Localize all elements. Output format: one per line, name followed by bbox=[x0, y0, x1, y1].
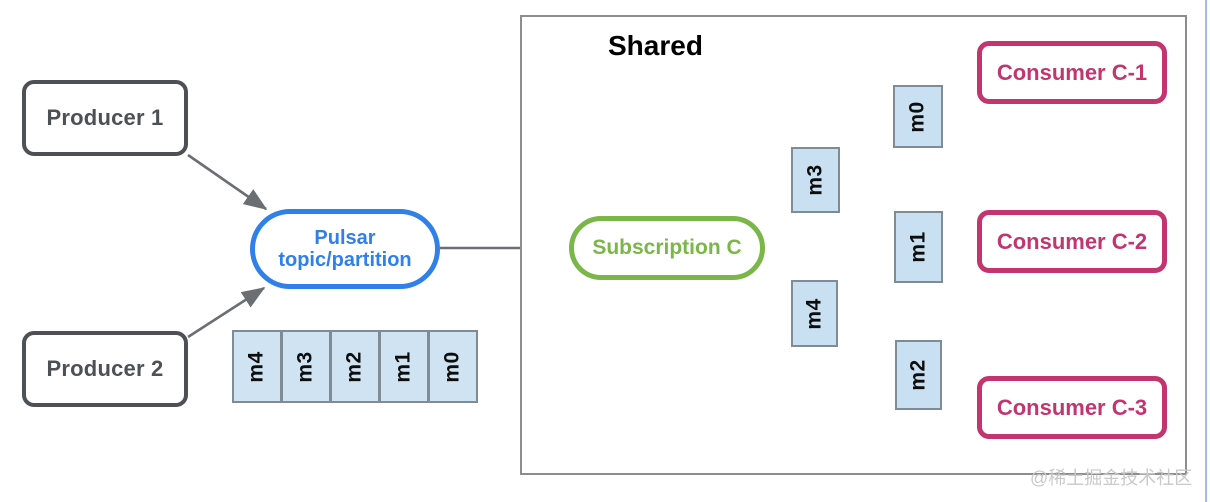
edge-producer1-to-topic bbox=[187, 153, 268, 211]
message-m1-box: m1 bbox=[894, 211, 943, 283]
producer-2-label: Producer 2 bbox=[46, 356, 164, 381]
consumer-c-3-node[interactable]: Consumer C-3 bbox=[977, 376, 1167, 439]
watermark-text: @稀土掘金技术社区 bbox=[1030, 468, 1193, 488]
message-m3-label: m3 bbox=[803, 164, 827, 196]
queue-cell-4: m0 bbox=[428, 330, 478, 403]
message-m3-box: m3 bbox=[791, 147, 840, 213]
queue-cell-2: m2 bbox=[330, 330, 380, 403]
producer-2-node[interactable]: Producer 2 bbox=[22, 331, 188, 407]
queue-cell-1-label: m3 bbox=[293, 350, 317, 383]
producer-1-label: Producer 1 bbox=[46, 105, 164, 130]
pulsar-topic-line1: Pulsar bbox=[314, 226, 376, 249]
queue-cell-3: m1 bbox=[379, 330, 429, 403]
pulsar-topic-node[interactable]: Pulsar topic/partition bbox=[250, 209, 440, 289]
pulsar-topic-line2: topic/partition bbox=[278, 249, 412, 271]
message-m4-box: m4 bbox=[791, 280, 838, 347]
consumer-c-1-node[interactable]: Consumer C-1 bbox=[977, 41, 1167, 104]
producer-1-node[interactable]: Producer 1 bbox=[22, 80, 188, 156]
right-edge-rule bbox=[1205, 0, 1207, 502]
message-m0-label: m0 bbox=[905, 100, 929, 133]
subscription-c-label: Subscription C bbox=[592, 236, 742, 259]
queue-cell-1: m3 bbox=[281, 330, 331, 403]
message-m2-label: m2 bbox=[906, 359, 930, 391]
queue-cell-3-label: m1 bbox=[391, 350, 415, 383]
subscription-c-node[interactable]: Subscription C bbox=[569, 216, 765, 280]
queue-cell-0-label: m4 bbox=[244, 350, 268, 383]
shared-group-title: Shared bbox=[608, 30, 703, 61]
edge-producer2-to-topic bbox=[187, 286, 266, 339]
message-m1-label: m1 bbox=[906, 231, 930, 263]
consumer-c-1-label: Consumer C-1 bbox=[996, 59, 1148, 85]
queue-cell-4-label: m0 bbox=[440, 350, 464, 383]
message-m0-box: m0 bbox=[893, 85, 943, 148]
consumer-c-3-label: Consumer C-3 bbox=[996, 394, 1148, 420]
queue-cell-0: m4 bbox=[232, 330, 282, 403]
consumer-c-2-node[interactable]: Consumer C-2 bbox=[977, 210, 1167, 273]
message-m4-label: m4 bbox=[802, 297, 826, 330]
message-m2-box: m2 bbox=[895, 340, 942, 410]
queue-cell-2-label: m2 bbox=[342, 350, 366, 383]
consumer-c-2-label: Consumer C-2 bbox=[996, 228, 1148, 254]
